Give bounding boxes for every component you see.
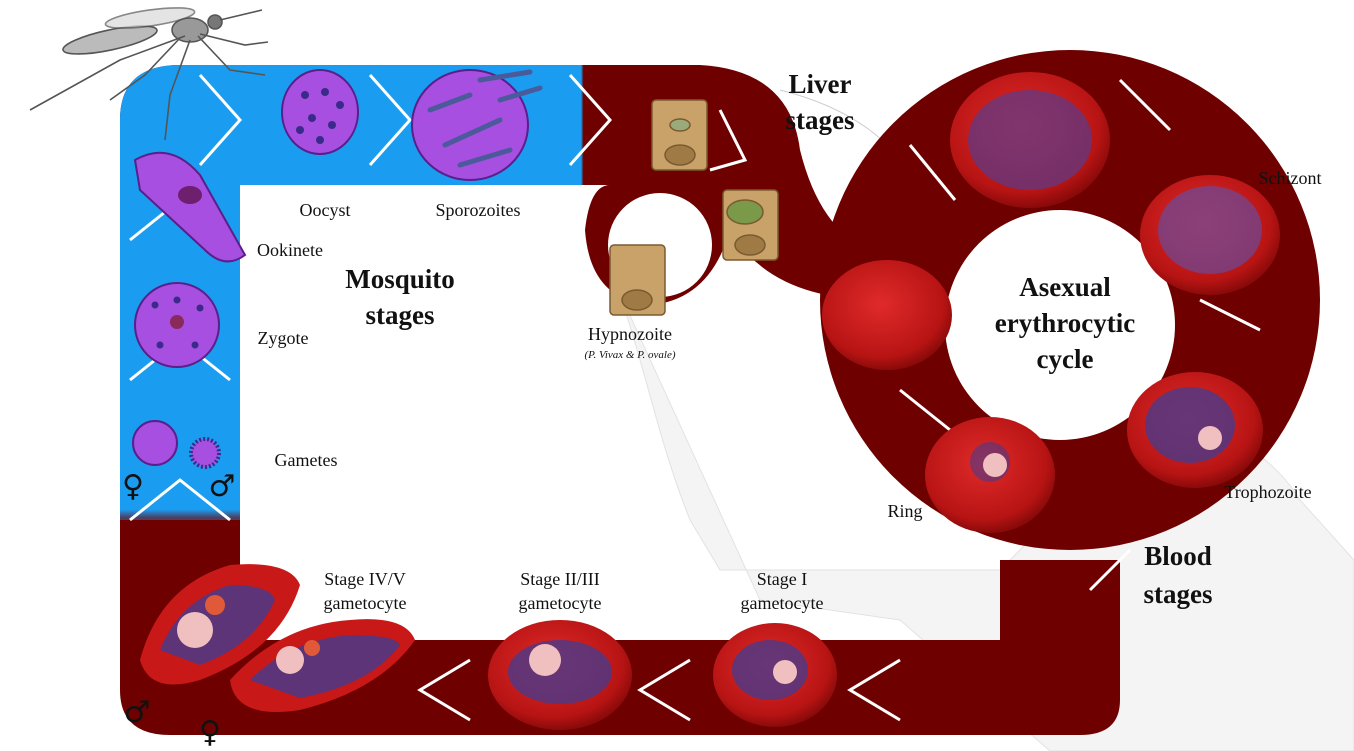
male-symbol-icon: ♂: [124, 695, 151, 730]
mosquito-stages-label-2: stages: [366, 300, 435, 330]
ookinete-label: Ookinete: [257, 240, 323, 260]
trophozoite-label: Trophozoite: [1224, 482, 1311, 502]
female-symbol-icon: ♀: [122, 469, 144, 504]
liver-stages-label-2: stages: [786, 105, 855, 135]
rbc-merozoite-release: [822, 260, 952, 370]
male-symbol-icon: ♂: [209, 469, 236, 504]
gametocyte-stage1: [713, 623, 837, 727]
hypnozoite-label: Hypnozoite: [588, 324, 672, 344]
stage45-label-2: gametocyte: [324, 593, 407, 613]
stage23-label-2: gametocyte: [519, 593, 602, 613]
rbc-trophozoite: [1127, 372, 1263, 488]
stage23-label-1: Stage II/III: [520, 569, 599, 589]
hypnozoite-note: (P. Vivax & P. ovale): [584, 349, 675, 361]
zygote-cell: [135, 283, 219, 367]
mosquito-stages-label-1: Mosquito: [345, 264, 455, 294]
ring-label: Ring: [887, 501, 922, 521]
zygote-label: Zygote: [258, 328, 309, 348]
stage1-label-2: gametocyte: [741, 593, 824, 613]
oocyst-cell: [282, 70, 358, 154]
rbc-schizont-burst: [950, 72, 1110, 208]
stage45-label-1: Stage IV/V: [324, 569, 405, 589]
gamete-male: [191, 439, 219, 467]
asexual-cycle-label-3: cycle: [1037, 344, 1094, 374]
oocyst-label: Oocyst: [300, 200, 351, 220]
asexual-cycle-label-2: erythrocytic: [995, 308, 1135, 338]
blood-stages-label-1: Blood: [1144, 541, 1212, 571]
gametes-label: Gametes: [275, 450, 338, 470]
gamete-female: [133, 421, 177, 465]
blood-stages-label-2: stages: [1144, 579, 1213, 609]
liver-stages-label-1: Liver: [789, 69, 852, 99]
sporozoites-label: Sporozoites: [436, 200, 521, 220]
schizont-label: Schizont: [1259, 168, 1322, 188]
rbc-ring: [925, 417, 1055, 533]
rbc-schizont: [1140, 175, 1280, 295]
gametocyte-stage23: [488, 620, 632, 730]
female-symbol-icon: ♀: [199, 715, 221, 750]
asexual-cycle-label-1: Asexual: [1019, 272, 1111, 302]
stage1-label-1: Stage I: [757, 569, 807, 589]
